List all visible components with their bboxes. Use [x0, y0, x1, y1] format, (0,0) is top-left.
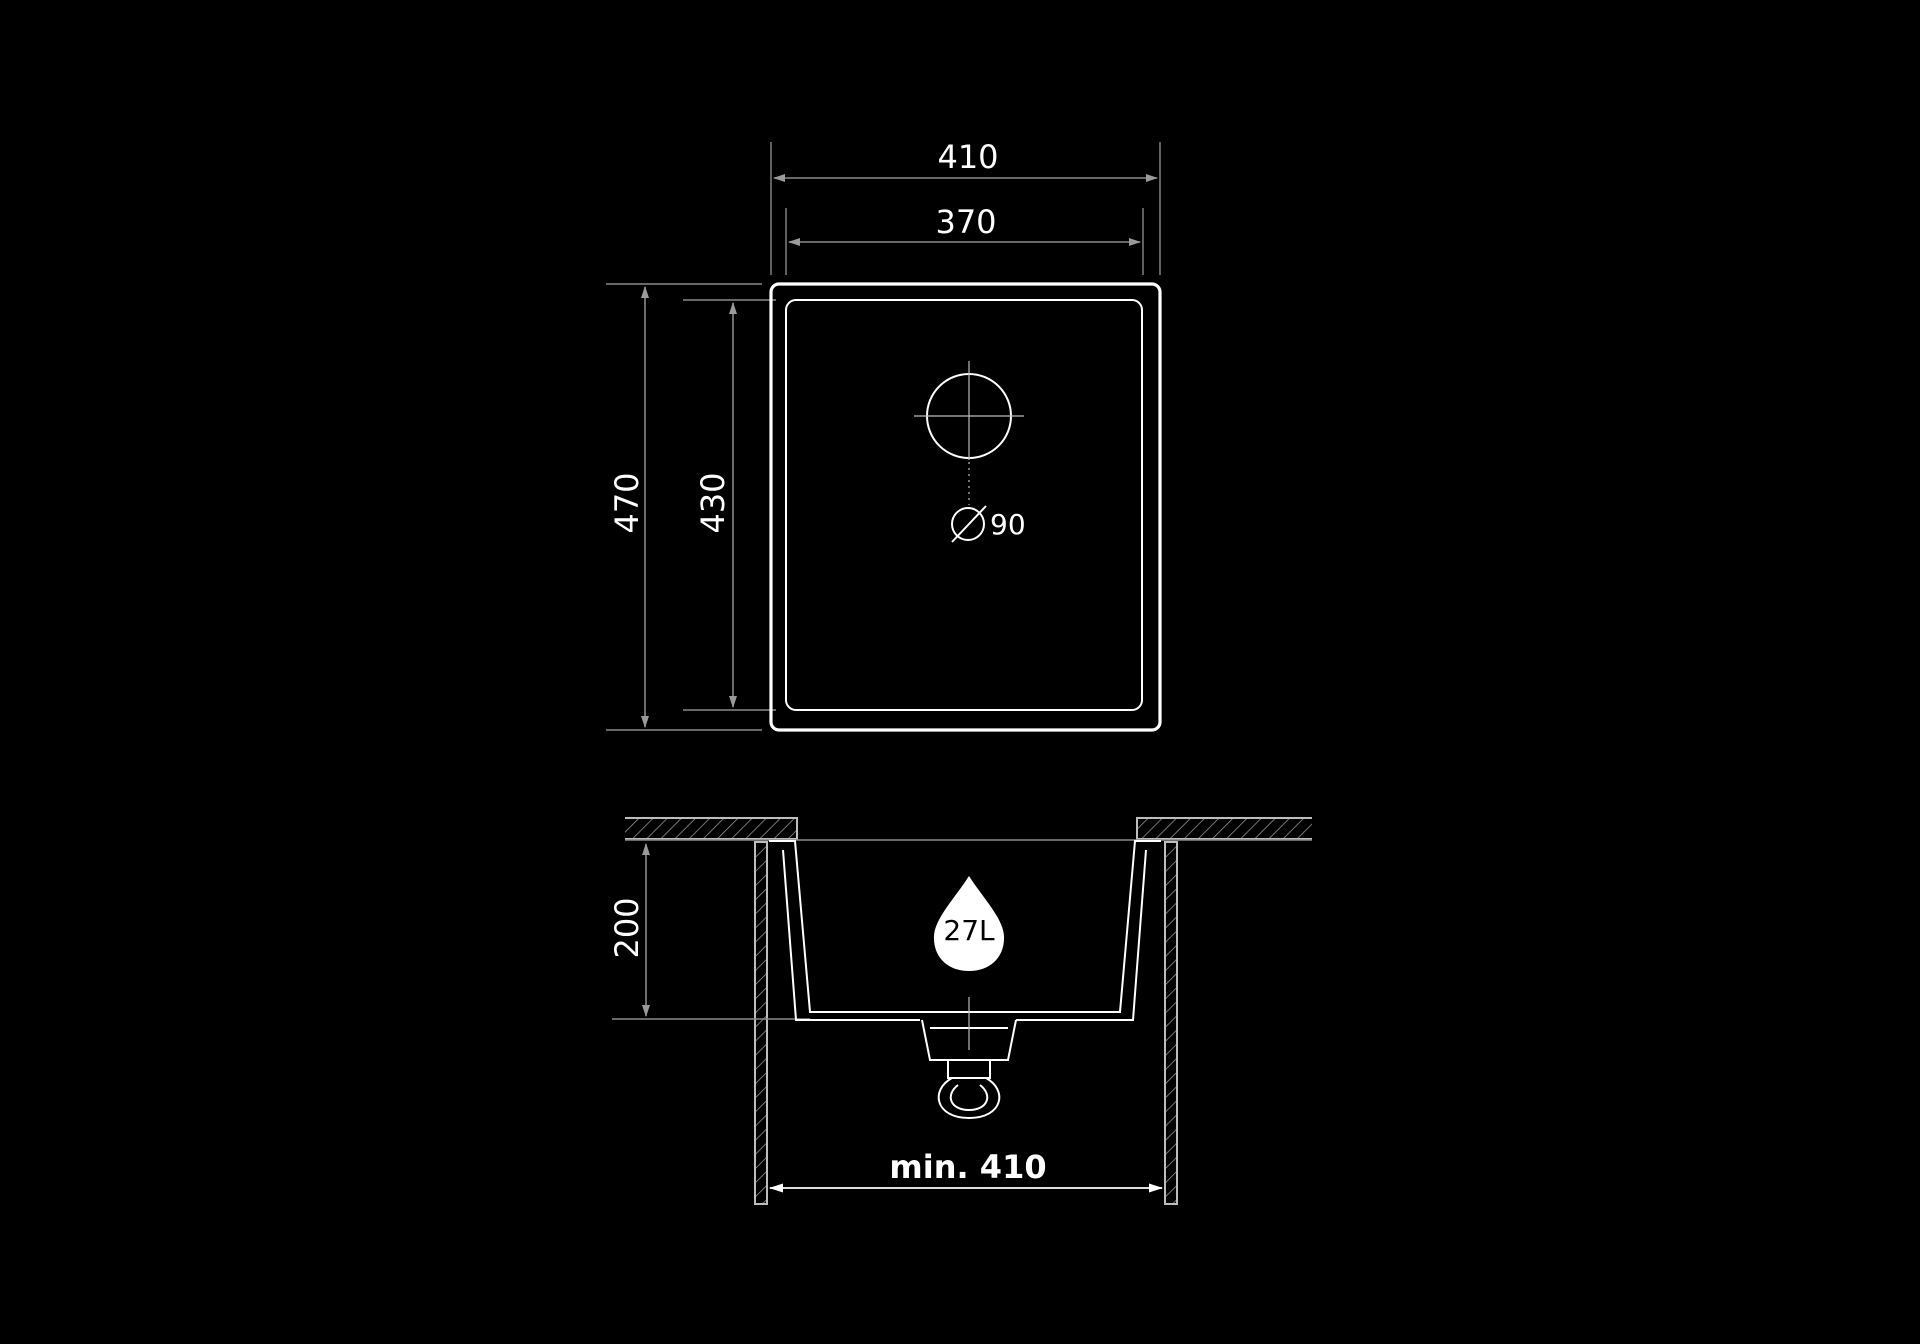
- inner-width-label: 370: [935, 203, 996, 241]
- siphon: [921, 997, 1017, 1120]
- cabinet-wall-left: [755, 842, 767, 1204]
- drain-diameter-label: 90: [990, 508, 1026, 541]
- diameter-symbol-icon: [951, 505, 987, 543]
- outer-height-label: 470: [608, 472, 646, 533]
- countertop-right: [1137, 818, 1312, 839]
- inner-height-label: 430: [694, 472, 732, 533]
- countertop-left: [625, 818, 797, 839]
- top-view: 410 370 470 430 90: [606, 138, 1162, 732]
- sink-bowl-profile: [769, 840, 1161, 1013]
- drain-hole: [914, 361, 1024, 505]
- sink-outer-rim: [769, 282, 1162, 732]
- min-cabinet-label: min. 410: [889, 1148, 1046, 1186]
- sink-inner-bowl: [785, 299, 1143, 711]
- water-drop-icon: [933, 876, 1005, 971]
- capacity-label: 27L: [943, 914, 995, 947]
- cabinet-wall-right: [1165, 842, 1177, 1204]
- section-view: 27L 200 min. 410: [608, 817, 1312, 1205]
- outer-width-label: 410: [937, 138, 998, 176]
- depth-label: 200: [608, 897, 646, 958]
